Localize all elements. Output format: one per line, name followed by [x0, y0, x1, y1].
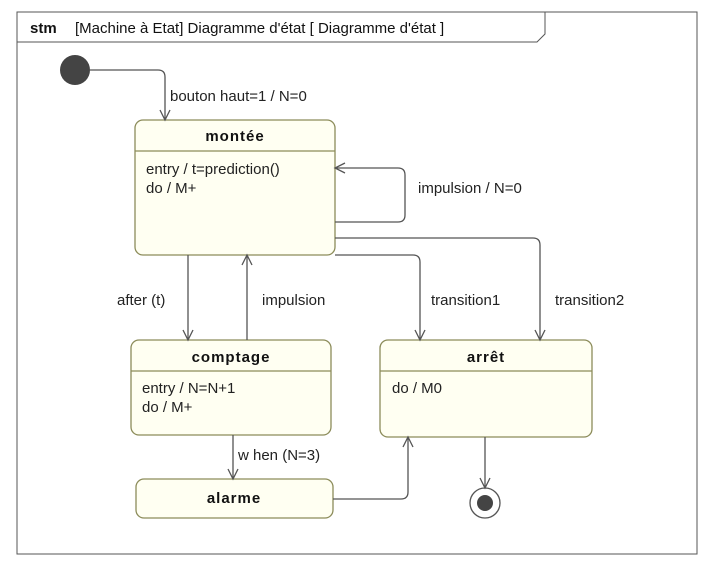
transition-line [333, 437, 409, 500]
transition-initial-to-montee[interactable] [90, 69, 171, 122]
arrowhead [414, 329, 426, 342]
transition-line [335, 167, 406, 223]
arrowhead [159, 109, 171, 122]
state-montee-box [134, 119, 336, 256]
transition-label-when: w hen (N=3) [237, 447, 320, 464]
state-montee-title: montée [205, 128, 264, 145]
state-comptage-box [130, 339, 332, 436]
state-comptage[interactable]: comptage entry / N=N+1 do / M+ [130, 339, 332, 436]
transition-line [335, 237, 541, 340]
transition-label-transition2: transition2 [555, 292, 624, 309]
initial-node[interactable] [60, 55, 90, 85]
state-montee-entry: entry / t=prediction() [146, 161, 280, 178]
state-comptage-do: do / M+ [142, 399, 193, 416]
diagram-frame [16, 11, 698, 555]
transition-comptage-to-alarme[interactable] [227, 435, 239, 481]
transition-arret-to-final[interactable] [479, 437, 491, 490]
transition-label-transition1: transition1 [431, 292, 500, 309]
state-montee-do: do / M+ [146, 180, 197, 197]
state-comptage-entry: entry / N=N+1 [142, 380, 235, 397]
transition-montee-to-comptage[interactable] [182, 255, 194, 342]
state-arret-do: do / M0 [392, 380, 442, 397]
transition-line [90, 69, 166, 120]
transition-label-impulsion: impulsion [262, 292, 325, 309]
arrowhead [534, 329, 546, 342]
state-alarme[interactable]: alarme [135, 478, 334, 519]
state-montee[interactable]: montée entry / t=prediction() do / M+ [134, 119, 336, 256]
state-arret[interactable]: arrêt do / M0 [379, 339, 593, 438]
final-node-core [477, 495, 493, 511]
transition-montee-to-arret-1[interactable] [335, 254, 426, 342]
transition-montee-self[interactable] [333, 162, 406, 223]
arrowhead [333, 162, 346, 174]
frame-keyword: stm [30, 20, 57, 37]
arrowhead [402, 435, 414, 448]
state-alarme-title: alarme [207, 490, 261, 507]
transition-line [335, 254, 421, 340]
arrowhead [479, 477, 491, 490]
transition-label-initial: bouton haut=1 / N=0 [170, 88, 307, 105]
frame-label-tab [17, 12, 546, 43]
arrowhead [182, 329, 194, 342]
arrowhead [241, 253, 253, 266]
arrowhead [227, 468, 239, 481]
state-comptage-title: comptage [192, 349, 271, 366]
transition-comptage-to-montee[interactable] [241, 253, 253, 340]
frame-label: [Machine à Etat] Diagramme d'état [ Diag… [75, 20, 444, 37]
transition-montee-to-arret-2[interactable] [335, 237, 546, 342]
state-arret-title: arrêt [467, 349, 505, 366]
state-arret-box [379, 339, 593, 438]
transition-alarme-to-arret[interactable] [333, 435, 414, 500]
transition-label-self: impulsion / N=0 [418, 180, 522, 197]
transition-label-after: after (t) [117, 292, 165, 309]
